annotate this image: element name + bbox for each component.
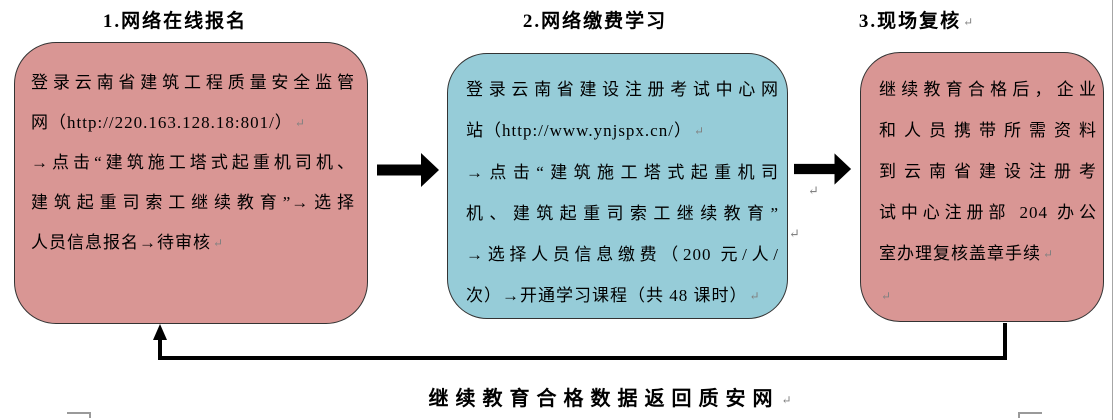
arrow-step1-to-step2-icon	[377, 153, 439, 187]
page-edge-line	[1112, 0, 1113, 420]
step3-title: 3.现场复核↵	[791, 6, 1041, 33]
paragraph-return-icon: ↵	[881, 289, 892, 303]
paragraph-return-icon: ↵	[693, 124, 705, 138]
paragraph-return-icon: ↵	[781, 393, 792, 407]
step3-line: ↵	[879, 275, 1097, 317]
step1-line-text: 网（http://220.163.128.18:801/）	[31, 113, 293, 132]
step2-line: 次）→开通学习课程（共 48 课时）↵	[466, 275, 779, 317]
paragraph-return-icon: ↵	[789, 226, 800, 241]
paragraph-return-icon: ↵	[294, 116, 305, 130]
paragraph-return-icon: ↵	[1043, 247, 1054, 261]
step2-title-text: 2.网络缴费学习	[522, 11, 668, 32]
step3-line: 试中心注册部 204 办公	[879, 203, 1097, 222]
step2-box-text: 登录云南省建设注册考试中心网 站（http://www.ynjspx.cn/）↵…	[448, 54, 787, 318]
step1-box: 登录云南省建筑工程质量安全监管 网（http://220.163.128.18:…	[14, 42, 368, 324]
step2-line: →点击“建筑施工塔式起重机司	[466, 163, 779, 182]
step1-box-text: 登录云南省建筑工程质量安全监管 网（http://220.163.128.18:…	[15, 43, 367, 323]
up-arrowhead-icon	[153, 324, 167, 340]
arrow-step2-to-step3-icon	[794, 153, 852, 185]
step1-line-text: 人员信息报名→待审核	[31, 233, 211, 252]
step2-line: →选择人员信息缴费（200 元/人/	[466, 245, 779, 264]
step2-title: 2.网络缴费学习	[420, 6, 770, 33]
step3-line-text: 室办理复核盖章手续	[879, 244, 1041, 263]
step3-title-text: 3.现场复核	[858, 11, 962, 32]
step1-line: 登录云南省建筑工程质量安全监管	[31, 73, 355, 92]
step1-line: 网（http://220.163.128.18:801/）↵	[31, 103, 355, 143]
step3-box: 继续教育合格后，企业 和人员携带所需资料 到云南省建设注册考 试中心注册部 20…	[860, 52, 1104, 322]
paragraph-return-icon: ↵	[808, 183, 819, 198]
step2-line: 机、建筑起重司索工继续教育”	[466, 204, 779, 223]
step1-line: 人员信息报名→待审核↵	[31, 223, 355, 263]
step2-box: 登录云南省建设注册考试中心网 站（http://www.ynjspx.cn/）↵…	[447, 53, 788, 319]
step3-box-text: 继续教育合格后，企业 和人员携带所需资料 到云南省建设注册考 试中心注册部 20…	[861, 53, 1103, 321]
return-flow-label-text: 继续教育合格数据返回质安网	[428, 388, 780, 410]
step3-line: 和人员携带所需资料	[879, 121, 1097, 140]
table-corner-mark-right	[1018, 412, 1042, 418]
paragraph-return-icon: ↵	[213, 236, 224, 250]
step1-title-text: 1.网络在线报名	[102, 11, 248, 32]
step3-line: 继续教育合格后，企业	[879, 80, 1097, 99]
paragraph-return-icon: ↵	[963, 15, 974, 29]
step1-title: 1.网络在线报名	[0, 6, 350, 33]
paragraph-return-icon: ↵	[749, 289, 760, 303]
step2-line-text: 站（http://www.ynjspx.cn/）	[466, 121, 692, 140]
step2-line-text: 次）→开通学习课程（共 48 课时）	[466, 286, 748, 305]
step2-line: 站（http://www.ynjspx.cn/）↵	[466, 110, 779, 152]
step3-line: 到云南省建设注册考	[879, 162, 1097, 181]
table-corner-mark-left	[67, 412, 91, 418]
return-flow-label: 继续教育合格数据返回质安网↵	[300, 382, 920, 411]
step3-line: 室办理复核盖章手续↵	[879, 233, 1097, 275]
step1-line: 建筑起重司索工继续教育”→选择	[31, 193, 355, 212]
step2-line: 登录云南省建设注册考试中心网	[466, 80, 779, 99]
step1-line: →点击“建筑施工塔式起重机司机、	[31, 153, 355, 172]
